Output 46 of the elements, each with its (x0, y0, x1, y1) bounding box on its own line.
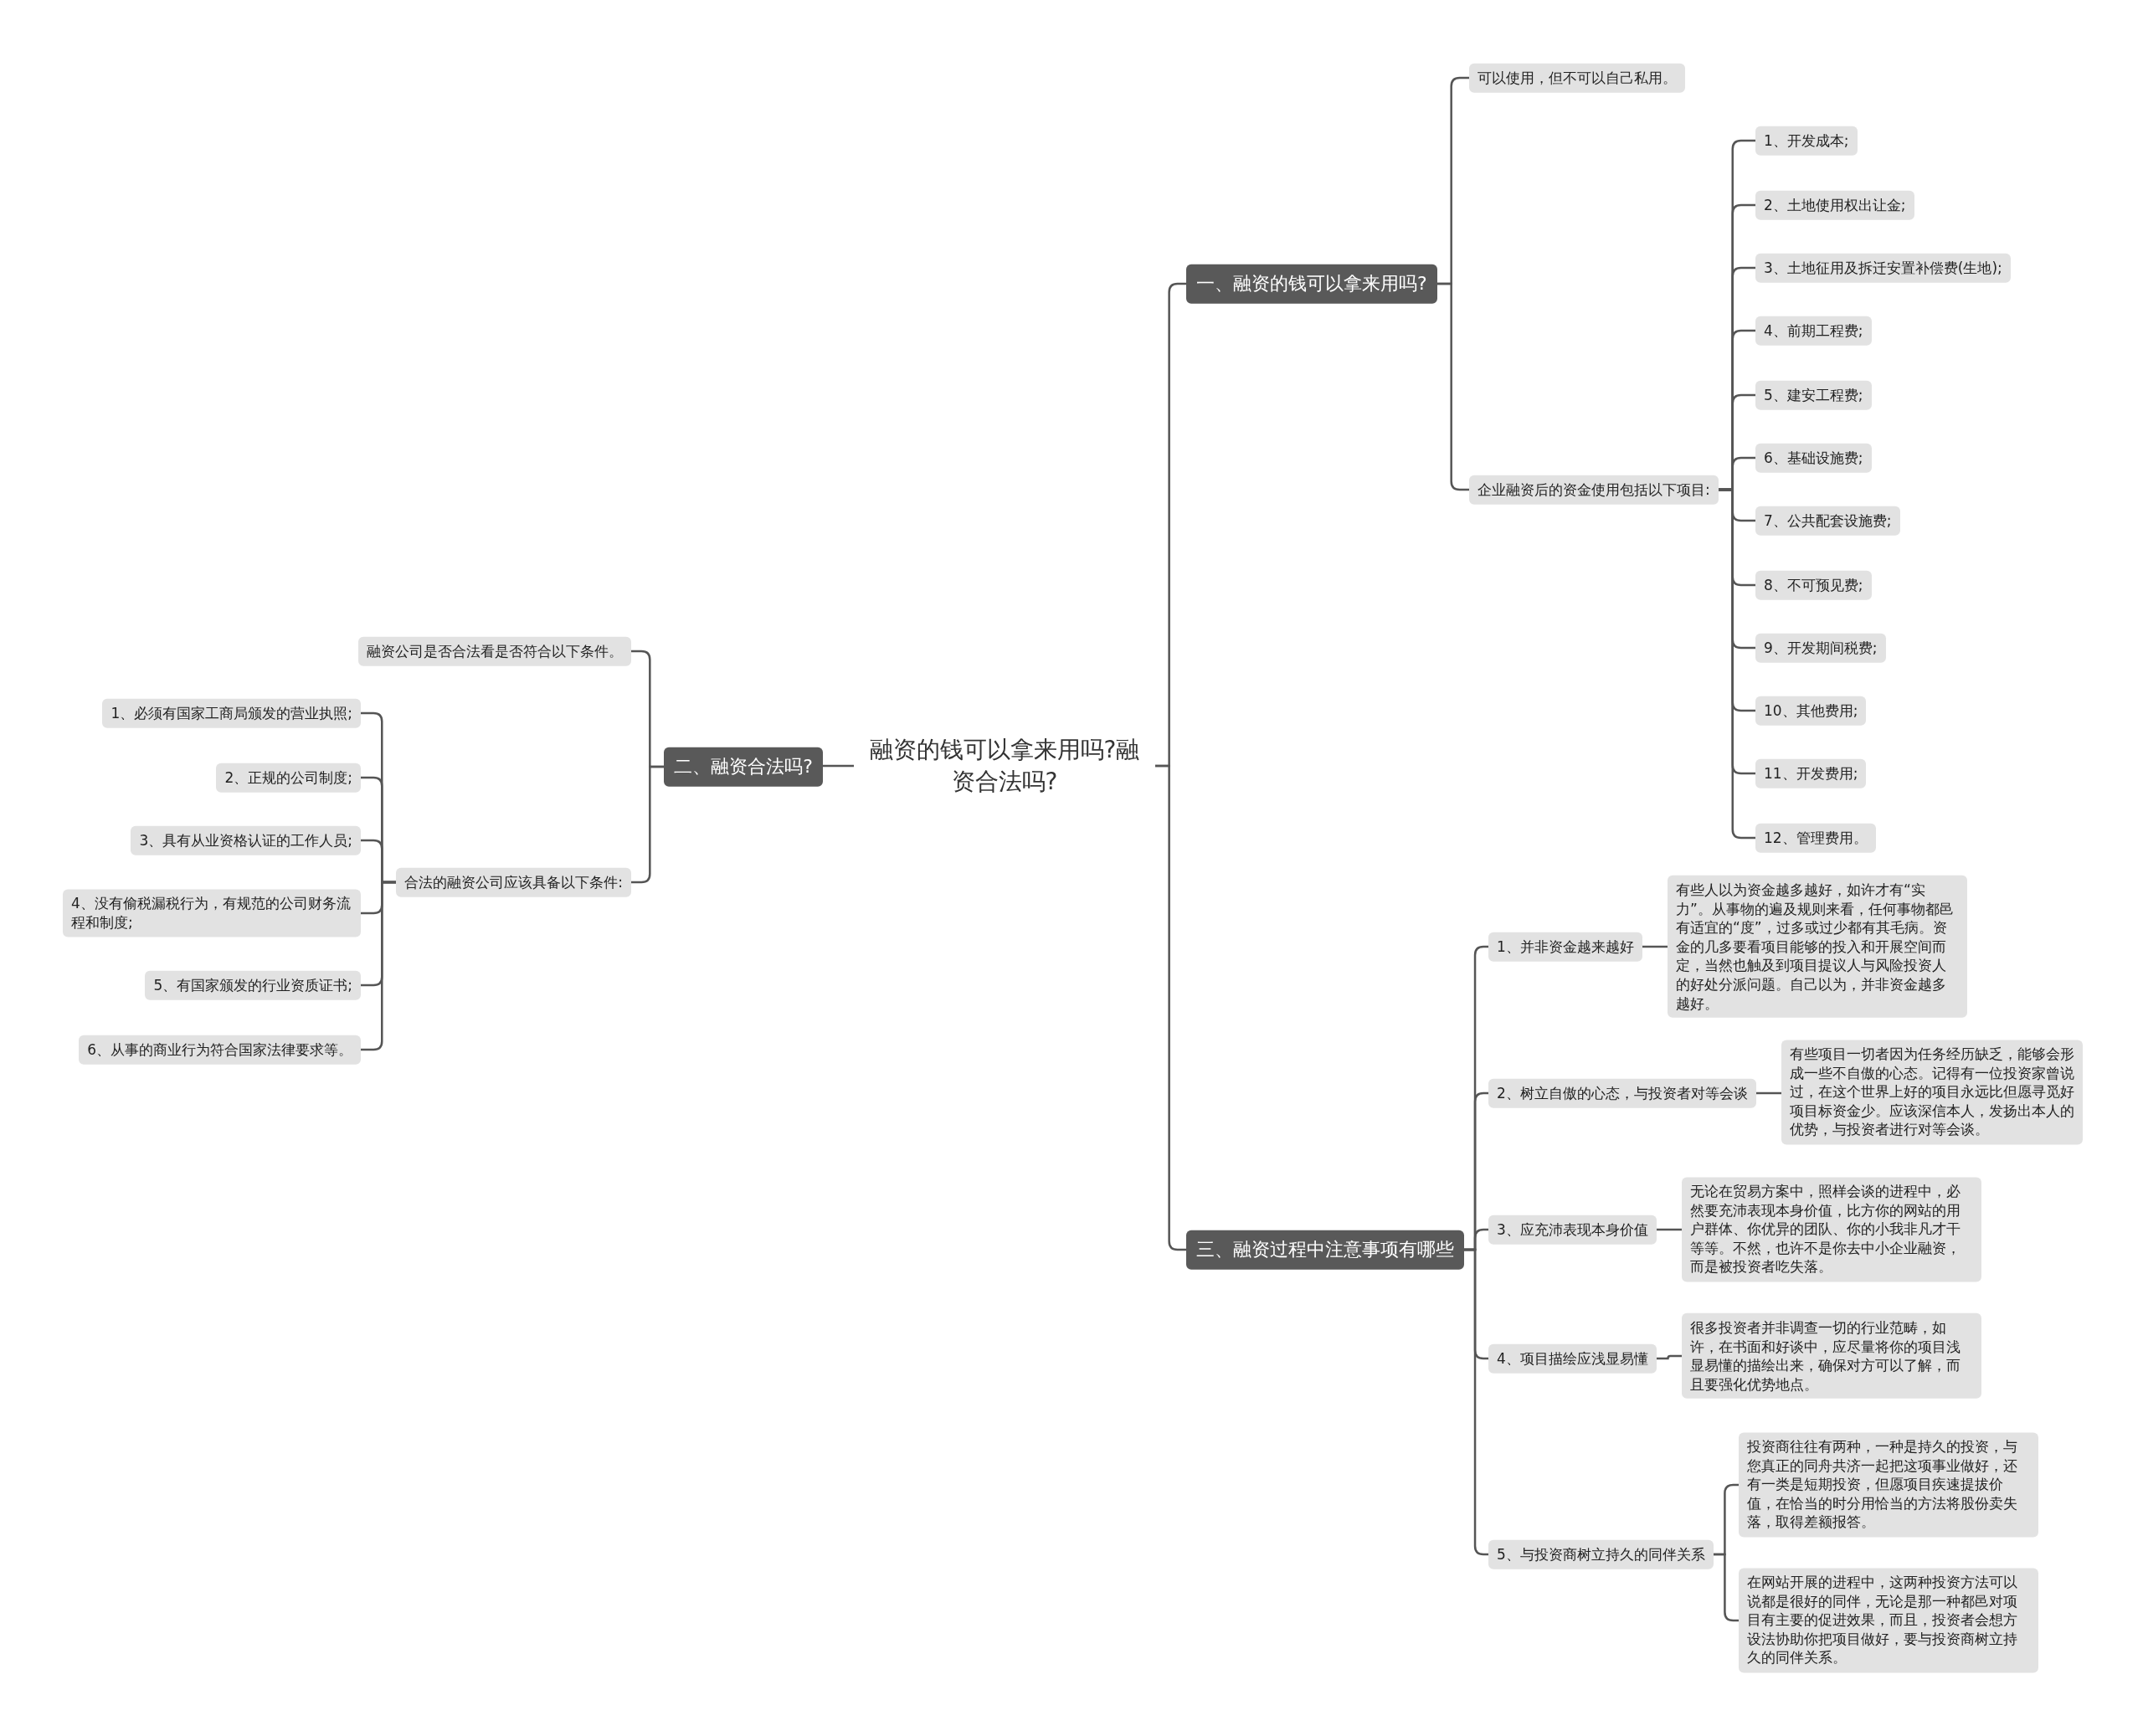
connector-line (631, 765, 665, 884)
topic-box: 2、树立自傲的心态，与投资者对等会谈 (1488, 1078, 1756, 1108)
topic-box: 5、与投资商树立持久的同伴关系 (1488, 1539, 1714, 1569)
branch-topic: 一、融资的钱可以拿来用吗? (1186, 264, 1437, 304)
topic-box: 有些人以为资金越多越好，如许才有“实力”。从事物的遍及规则来看，任何事物都邑有适宜的“度”，过多或过少都有其毛病。资金的几多要看项目能够的投入和开展空间而定，当然也触及到项目提议人与风险投资人的好处分派问题。自己以为，并非资金越多越好。 (1668, 875, 1967, 1019)
topic-box: 企业融资后的资金使用包括以下项目: (1469, 475, 1719, 505)
connector-line (1436, 282, 1469, 491)
connector-line (1656, 1228, 1682, 1231)
central-topic: 融资的钱可以拿来用吗?融资合法吗? (854, 729, 1155, 803)
topic-box: 在网站开展的进程中，这两种投资方法可以说都是很好的同伴，无论是那一种都邑对项目有主要的促进效果，而且，投资者会想方设法协助你把项目做好，要与投资商树立持久的同伴关系。 (1739, 1568, 2038, 1673)
topic-box: 4、没有偷税漏税行为，有规范的公司财务流程和制度; (63, 889, 361, 937)
topic-box: 1、开发成本; (1755, 126, 1858, 156)
topic-box: 12、管理费用。 (1755, 823, 1876, 853)
topic-box: 2、正规的公司制度; (216, 763, 361, 793)
topic-box: 投资商往往有两种，一种是持久的投资，与您真正的同舟共济一起把这项事业做好，还有一类是短期投资，但愿项目疾速提拔价值，在恰当的时分用恰当的方法将股份卖失落，取得差额报答。 (1739, 1432, 2038, 1538)
topic-box: 1、必须有国家工商局颁发的营业执照; (102, 698, 361, 728)
topic-box: 很多投资者并非调查一切的行业范畴，如许，在书面和好谈中，应尽量将你的项目浅显易懂的描绘出来，确保对方可以了解，而且要强化优势地点。 (1682, 1312, 1981, 1400)
topic-box: 1、并非资金越来越好 (1488, 932, 1642, 962)
topic-box: 7、公共配套设施费; (1755, 506, 1900, 536)
topic-box: 合法的融资公司应该具备以下条件: (396, 867, 631, 897)
topic-box: 4、项目描绘应浅显易懂 (1488, 1343, 1657, 1374)
topic-box: 4、前期工程费; (1755, 316, 1872, 346)
topic-box: 9、开发期间税费; (1755, 633, 1886, 663)
topic-box: 可以使用，但不可以自己私用。 (1469, 63, 1685, 93)
topic-box: 8、不可预见费; (1755, 570, 1872, 600)
topic-box: 11、开发费用; (1755, 758, 1867, 788)
topic-box: 2、土地使用权出让金; (1755, 190, 1914, 220)
topic-box: 融资公司是否合法看是否符合以下条件。 (358, 636, 631, 666)
connector-line (1155, 764, 1186, 1251)
topic-box: 6、从事的商业行为符合国家法律要求等。 (79, 1035, 361, 1065)
topic-box: 10、其他费用; (1755, 696, 1867, 726)
connector-line (1656, 1354, 1682, 1360)
topic-box: 3、土地征用及拆迁安置补偿费(生地); (1755, 253, 2011, 283)
connector-line (823, 764, 854, 768)
topic-box: 3、应充沛表现本身价值 (1488, 1215, 1657, 1245)
topic-box: 6、基础设施费; (1755, 443, 1872, 473)
topic-box: 有些项目一切者因为任务经历缺乏，能够会形成一些不自傲的心态。记得有一位投资家曾说过，在这个世界上好的项目永远比但愿寻觅好项目标资金少。应该深信本人，发扬出本人的优势，与投资者进行对等会谈。 (1781, 1040, 2083, 1145)
connector-line (1642, 945, 1668, 948)
topic-box: 3、具有从业资格认证的工作人员; (131, 825, 361, 855)
topic-box: 5、有国家颁发的行业资质证书; (145, 970, 361, 1000)
branch-topic: 三、融资过程中注意事项有哪些 (1186, 1230, 1464, 1270)
connector-line (1713, 1553, 1739, 1622)
connector-line (1755, 1091, 1781, 1095)
topic-box: 无论在贸易方案中，照样会谈的进程中，必然要充沛表现本身价值，比方你的网站的用户群体、你优异的团队、你的小我非凡才干等等。不然，也许不是你去中小企业融资，而是被投资者吃失落。 (1682, 1177, 1981, 1282)
topic-box: 5、建安工程费; (1755, 380, 1872, 410)
branch-topic: 二、融资合法吗? (664, 747, 823, 787)
